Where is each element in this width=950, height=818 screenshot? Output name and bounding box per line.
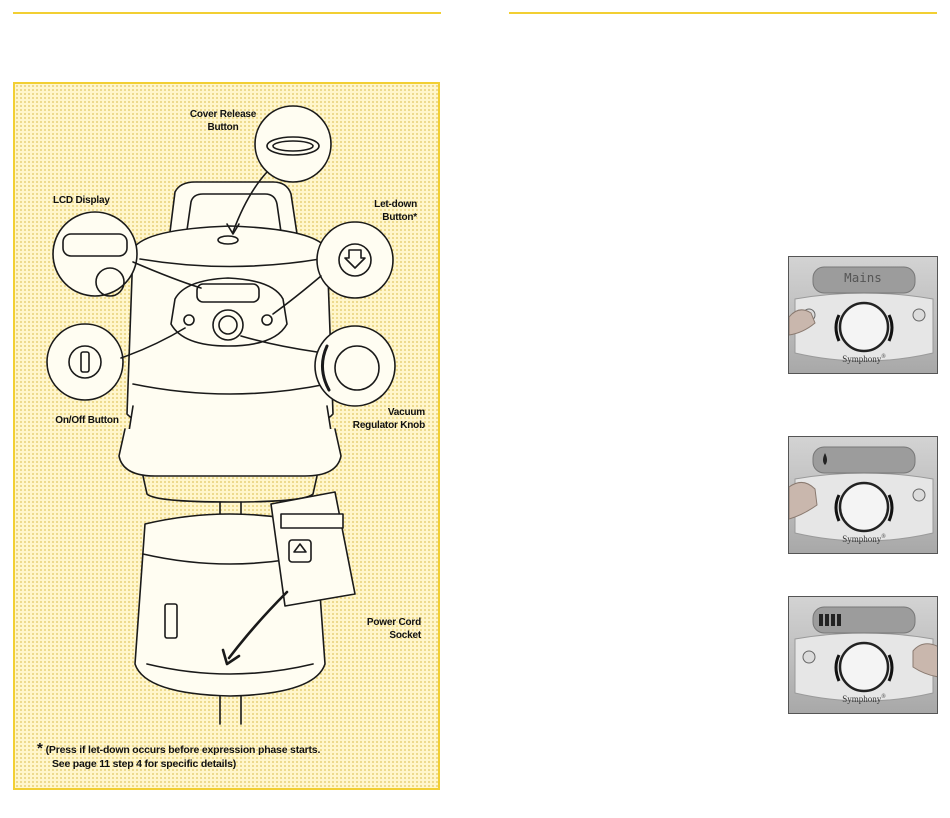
top-rule-right — [509, 12, 937, 14]
pump-base-ring — [119, 429, 341, 476]
brand-logo: Symphony® — [827, 354, 901, 364]
footnote-line-2: See page 11 step 4 for specific details) — [37, 757, 437, 771]
control-panel-photo-letdown: Symphony® — [788, 436, 938, 554]
power-cord-socket-label: Power Cord Socket — [341, 616, 421, 642]
control-panel-photo-mains: Mains Symphony® — [788, 256, 938, 374]
top-rule-left — [13, 12, 441, 14]
letdown-footnote: *(Press if let-down occurs before expres… — [37, 742, 437, 771]
letdown-button-label: Let-down Button* — [337, 198, 417, 224]
footnote-asterisk: * — [37, 740, 43, 757]
power-cord-zoom — [271, 492, 355, 606]
control-panel-photo-bars: Symphony® — [788, 596, 938, 714]
letdown-button-zoom — [317, 222, 393, 298]
brand-logo: Symphony® — [827, 534, 901, 544]
control-panel — [171, 278, 287, 346]
on-off-button-label: On/Off Button — [47, 414, 127, 427]
lcd-display-label: LCD Display — [53, 194, 153, 207]
brand-logo: Symphony® — [827, 694, 901, 704]
vacuum-regulator-knob-label: Vacuum Regulator Knob — [345, 406, 425, 432]
lcd-display-zoom — [53, 212, 137, 296]
on-off-button-zoom — [47, 324, 123, 400]
breast-pump-diagram-panel: Cover Release Button LCD Display Let-dow… — [13, 82, 440, 790]
breast-pump-illustration — [15, 84, 442, 792]
footnote-line-1: (Press if let-down occurs before express… — [46, 744, 321, 756]
lcd-readout: Mains — [815, 270, 911, 285]
cover-release-zoom — [255, 106, 331, 182]
cover-release-button-label: Cover Release Button — [183, 108, 263, 134]
vacuum-knob-zoom — [315, 326, 395, 406]
